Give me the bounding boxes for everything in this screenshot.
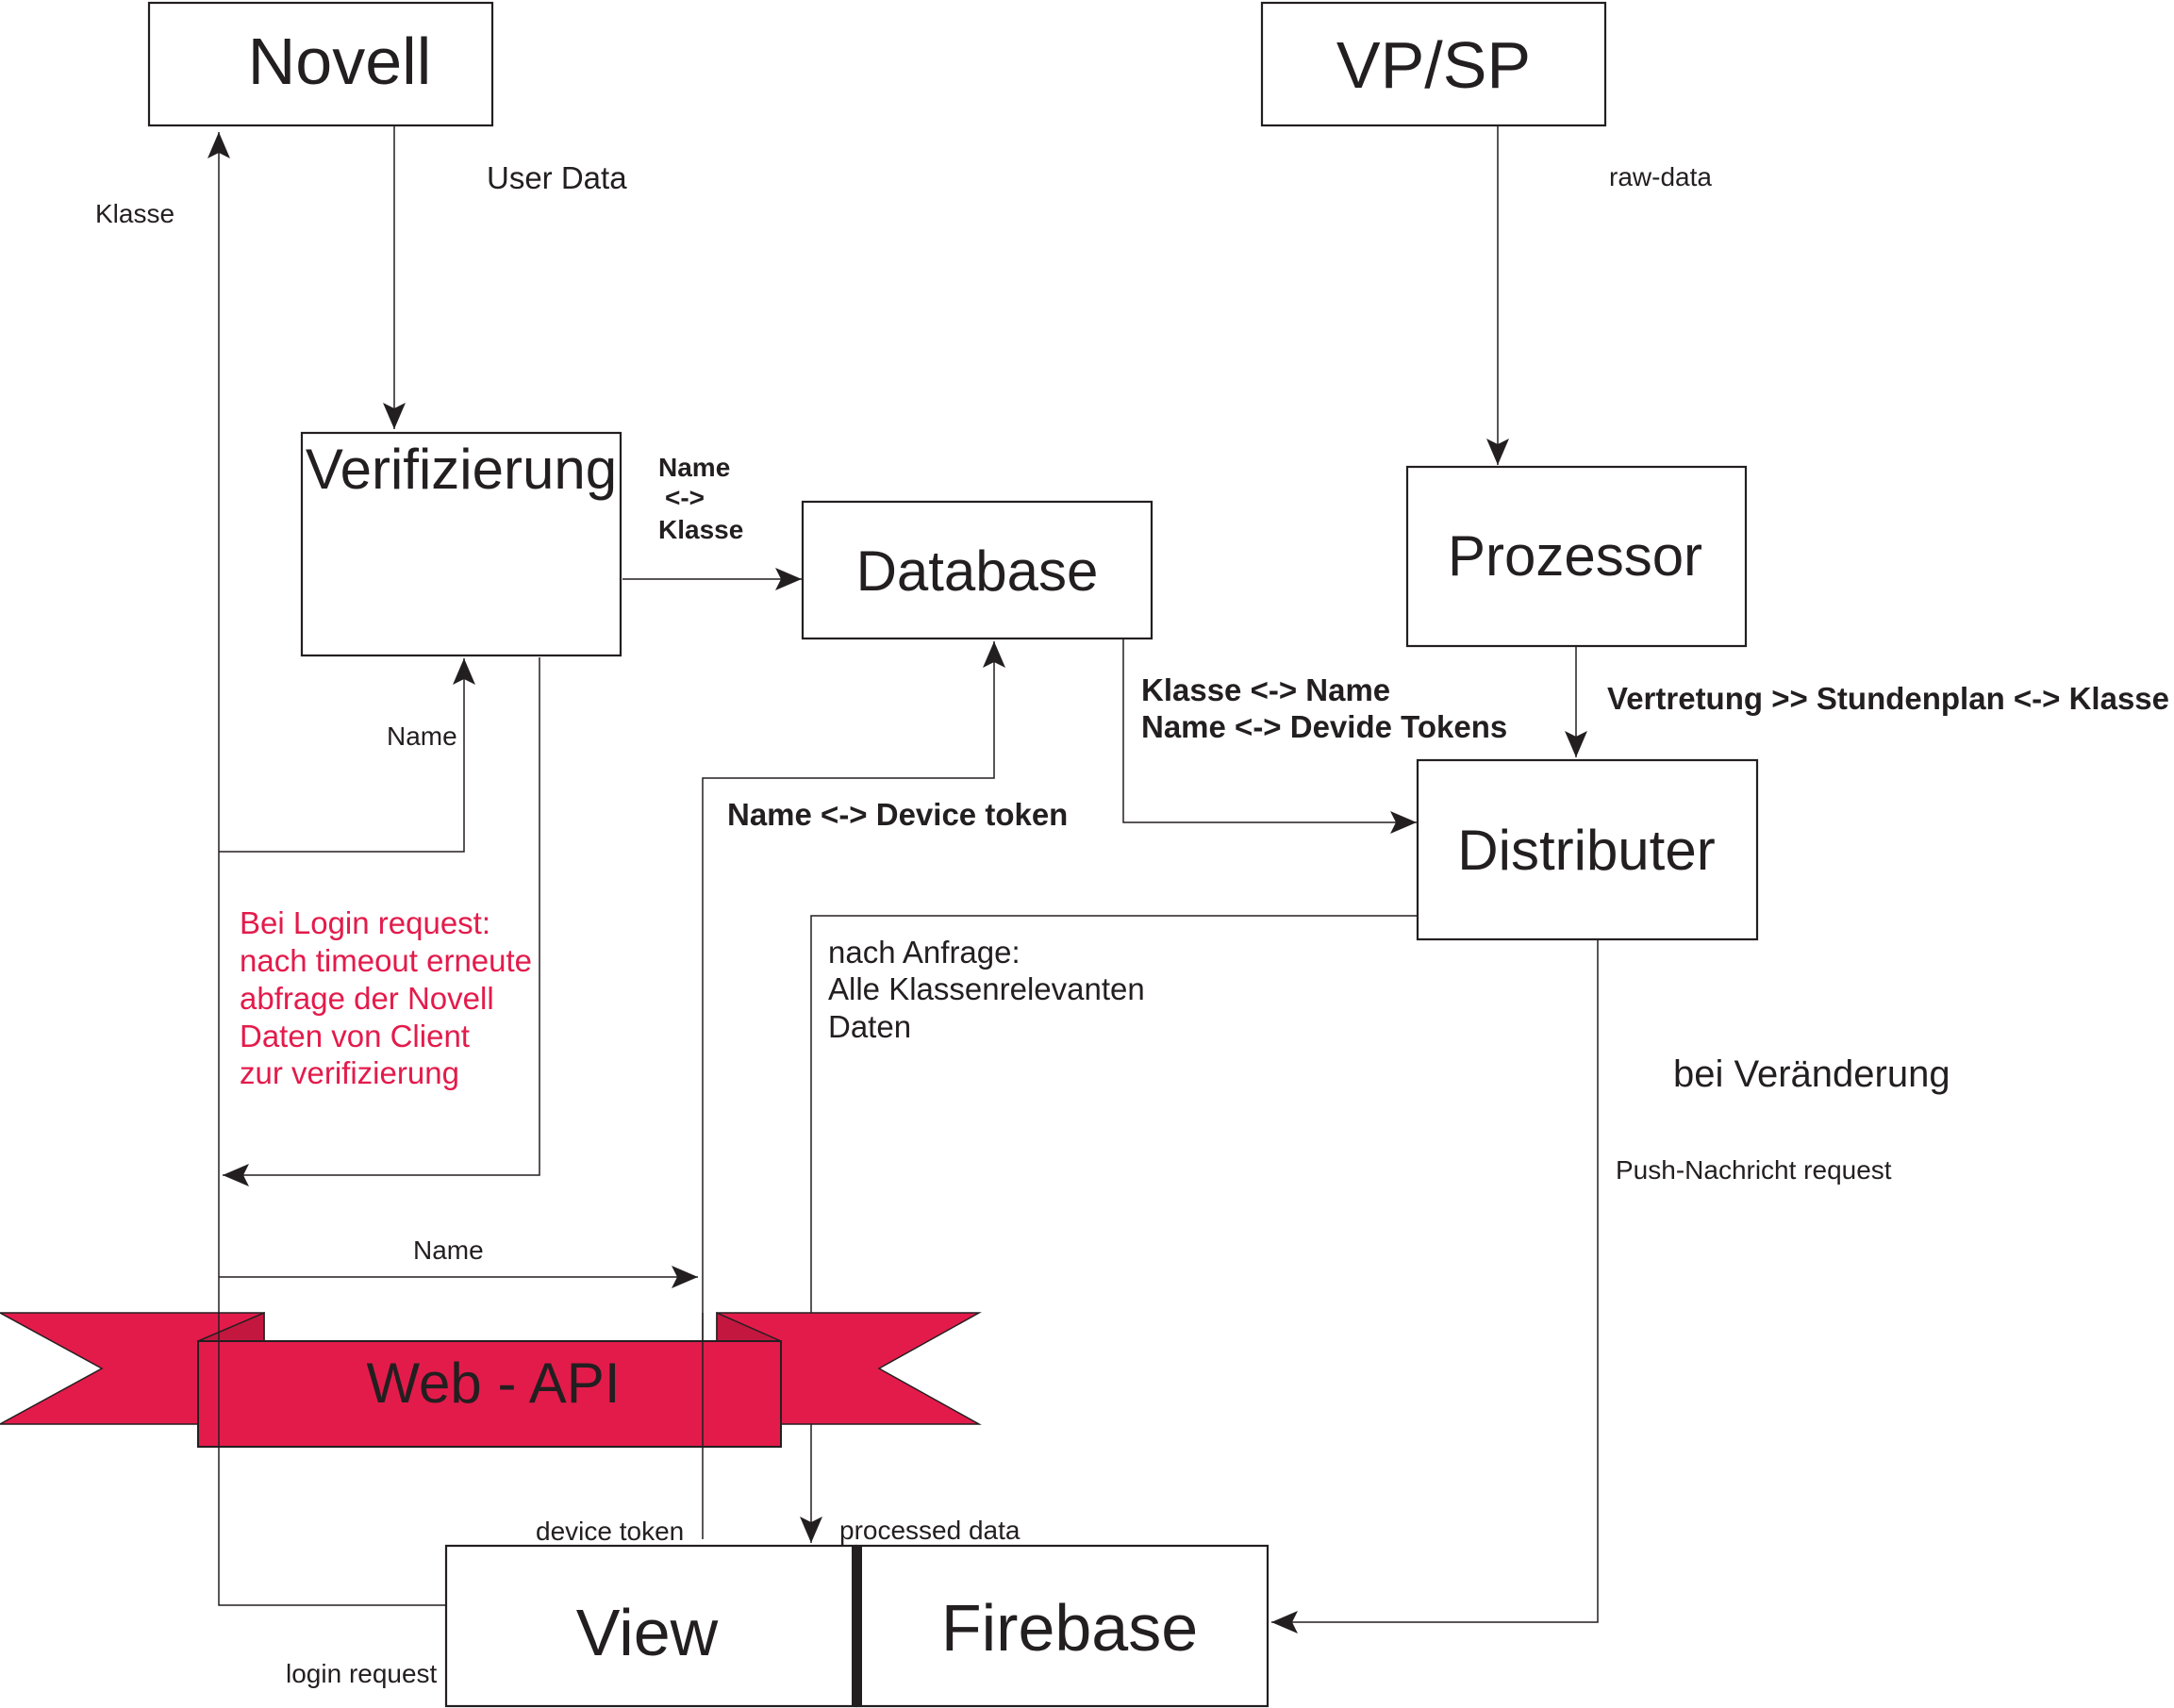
label-name-device-token: Name <-> Device token	[727, 797, 1068, 832]
nach-anfrage-2: Alle Klassenrelevanten	[828, 971, 1145, 1006]
label-name-verif: Name	[387, 721, 457, 751]
label-processed-data: processed data	[839, 1516, 1021, 1545]
label-raw-data: raw-data	[1609, 162, 1712, 191]
login-note-5: zur verifizierung	[240, 1055, 459, 1090]
web-api-banner: Web - API	[0, 1311, 982, 1448]
node-vpsp: VP/SP	[1260, 1, 1607, 127]
label-name-klasse-2: <->	[665, 483, 705, 512]
node-distributer: Distributer	[1416, 758, 1759, 941]
label-name-api: Name	[413, 1235, 484, 1265]
node-verifizierung: Verifizierung	[300, 431, 622, 657]
webapi-label: Web - API	[366, 1351, 620, 1415]
view-label: View	[576, 1596, 719, 1669]
firebase-label: Firebase	[941, 1591, 1198, 1665]
database-label: Database	[856, 539, 1099, 603]
edge-distributer-firebase	[1271, 939, 1599, 1633]
connectors	[207, 126, 1599, 1633]
label-push-request: Push-Nachricht request	[1616, 1155, 1892, 1185]
edge-to-verifizierung-name	[219, 658, 475, 853]
node-view: View	[444, 1544, 858, 1708]
node-firebase: Firebase	[852, 1544, 1270, 1708]
node-prozessor: Prozessor	[1405, 465, 1748, 648]
label-name-klasse-1: Name	[658, 453, 730, 482]
label-vertretung: Vertretung >> Stundenplan <-> Klasse	[1607, 681, 2169, 716]
login-note-2: nach timeout erneute	[240, 943, 532, 978]
verifizierung-label: Verifizierung	[306, 438, 617, 501]
login-note-3: abfrage der Novell	[240, 981, 494, 1016]
node-database: Database	[801, 500, 1153, 640]
label-user-data: User Data	[487, 160, 627, 195]
edge-verifizierung-return	[223, 657, 540, 1186]
nach-anfrage-3: Daten	[828, 1009, 911, 1044]
label-klasse: Klasse	[95, 199, 174, 228]
label-bei-veraenderung: bei Veränderung	[1673, 1053, 1950, 1095]
login-note-1: Bei Login request:	[240, 905, 490, 940]
label-name-tokens: Name <-> Devide Tokens	[1141, 709, 1507, 744]
novell-label: Novell	[248, 25, 432, 98]
prozessor-label: Prozessor	[1448, 524, 1702, 588]
nach-anfrage-1: nach Anfrage:	[828, 935, 1021, 970]
label-device-token: device token	[536, 1517, 684, 1546]
login-note-4: Daten von Client	[240, 1019, 470, 1053]
label-klasse-name: Klasse <-> Name	[1141, 672, 1390, 707]
label-login-request: login request	[286, 1659, 438, 1688]
edge-view-novell	[207, 132, 445, 1606]
edge-devicetoken-database	[702, 641, 1005, 1539]
vpsp-label: VP/SP	[1336, 28, 1531, 102]
distributer-label: Distributer	[1457, 819, 1715, 882]
label-name-klasse-3: Klasse	[658, 515, 743, 544]
edge-database-distributer	[1122, 638, 1417, 834]
node-novell: Novell	[147, 1, 494, 127]
